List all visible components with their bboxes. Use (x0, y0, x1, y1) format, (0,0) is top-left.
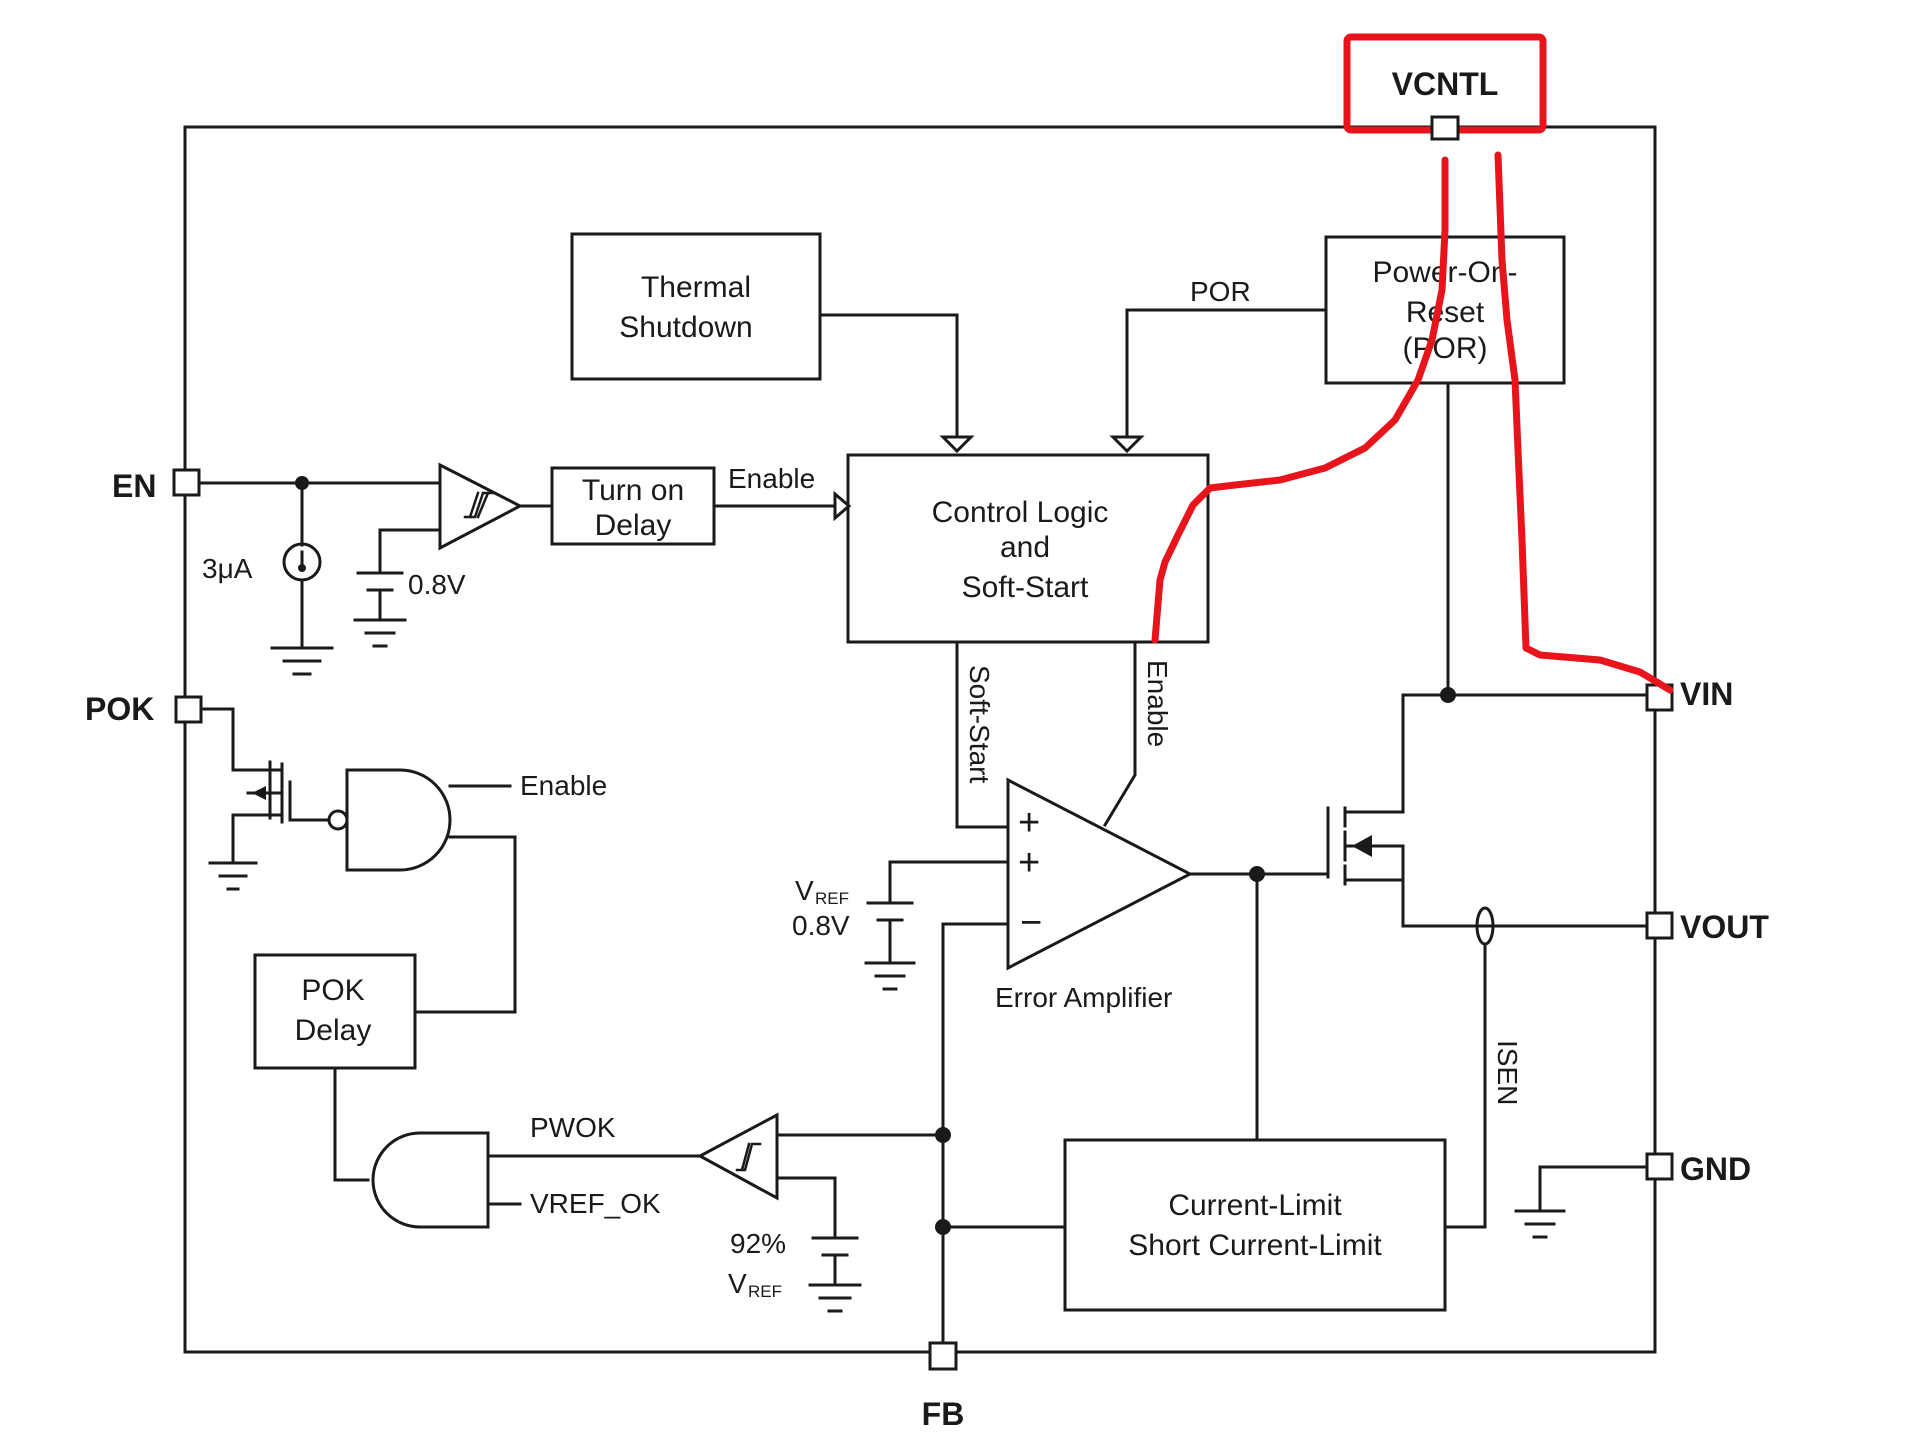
ref-wire-en (378, 528, 442, 572)
fb-feedback-wire (941, 922, 1010, 1352)
pok-delay-line-1: POK (301, 974, 364, 1007)
isen-label: ISEN (1492, 1040, 1523, 1105)
pwok-ref-wire (775, 1176, 837, 1237)
por-arrow (1109, 435, 1145, 454)
gnd-pin (1645, 1152, 1674, 1181)
fb-label: FB (922, 1396, 965, 1432)
enable-to-ea-wire (1102, 640, 1137, 828)
control-line-1: Control Logic (932, 496, 1109, 529)
vref-main-sub: REF (815, 889, 849, 908)
turn-on-delay-block (550, 466, 716, 546)
por-to-control-wire (1125, 308, 1328, 442)
nand-bubble (327, 809, 349, 831)
ground-symbol-en (270, 646, 334, 676)
pok-delay-line-2: Delay (295, 1014, 372, 1047)
turn-on-line-1: Turn on (582, 474, 684, 507)
enable-top-label: Enable (728, 463, 815, 494)
pass-nmos-transistor (1326, 693, 1405, 928)
battery-en (353, 571, 407, 648)
battery-vref-main (864, 901, 916, 991)
pok-nand-gate (345, 768, 452, 872)
vcntl-label: VCNTL (1392, 66, 1499, 102)
vcntl-highlight-trace-right (1494, 151, 1674, 694)
battery-pwok (808, 1236, 862, 1313)
current-limit-line-2: Short Current-Limit (1128, 1229, 1382, 1262)
pok-drain-wire (199, 707, 252, 772)
en-comparator (438, 462, 524, 551)
vin-junction (1440, 687, 1456, 703)
por-line-3: (POR) (1403, 332, 1488, 365)
thermal-arrow (939, 435, 975, 454)
current-source-label: 3μA (202, 553, 253, 584)
pwok-label: PWOK (530, 1112, 616, 1143)
vref-ok-label: VREF_OK (530, 1188, 661, 1219)
isen-wire (1443, 942, 1487, 1229)
soft-start-wire (955, 640, 1010, 829)
gnd-wire (1538, 1165, 1652, 1210)
pok-pin (174, 695, 203, 724)
thermal-line-2: Shutdown (619, 311, 752, 344)
vin-label: VIN (1680, 676, 1733, 712)
pwok-comparator (696, 1112, 779, 1201)
por-signal-label: POR (1190, 276, 1251, 307)
ea-minus: − (1020, 902, 1042, 944)
por-line-2: Reset (1406, 296, 1485, 329)
vref-main-wire (888, 860, 1010, 902)
percent-92-label: 92% (730, 1228, 786, 1259)
vout-label: VOUT (1680, 909, 1769, 945)
enable-vertical-label: Enable (1142, 660, 1173, 747)
control-logic-block (846, 453, 1210, 644)
current-limit-line-1: Current-Limit (1168, 1189, 1342, 1222)
error-amplifier-label: Error Amplifier (995, 982, 1172, 1013)
en-threshold-label: 0.8V (408, 569, 466, 600)
hysteresis-icon (463, 491, 495, 519)
error-amplifier (1006, 777, 1194, 971)
nand-to-pok-delay-wire (413, 835, 517, 1014)
pok-nmos-transistor (231, 760, 292, 862)
pwok-hysteresis-icon (735, 1142, 762, 1172)
ground-symbol-gnd (1514, 1209, 1566, 1239)
pwok-and-gate (371, 1131, 490, 1229)
thermal-shutdown-block (570, 232, 822, 381)
control-line-3: Soft-Start (962, 571, 1089, 604)
vout-pin (1645, 911, 1674, 940)
current-limit-block (1063, 1138, 1447, 1312)
vcntl-highlight-trace-left (1151, 156, 1449, 644)
pok-delay-block (253, 953, 417, 1070)
thermal-line-1: Thermal (641, 271, 751, 304)
vref-main-value: 0.8V (792, 910, 850, 941)
en-label: EN (112, 468, 156, 504)
gnd-label: GND (1680, 1151, 1751, 1187)
pok-delay-to-and-wire (333, 1066, 370, 1182)
ea-plus-2: + (1018, 842, 1040, 884)
en-pin (172, 468, 201, 497)
control-line-2: and (1000, 531, 1050, 564)
vref-pwok-sub: REF (748, 1282, 782, 1301)
thermal-to-control-wire (818, 313, 959, 442)
ea-plus-1: + (1018, 802, 1040, 844)
enable-arrow (833, 490, 852, 522)
chip-outline (183, 125, 1657, 1354)
vcntl-pin (1430, 115, 1460, 141)
enable-pok-label: Enable (520, 770, 607, 801)
turn-on-line-2: Delay (595, 509, 672, 542)
vref-main-label: V (795, 875, 814, 906)
soft-start-vertical-label: Soft-Start (964, 665, 995, 783)
nmos-gate-wire (288, 780, 330, 822)
ground-symbol-pok (208, 861, 258, 891)
fb-pin (928, 1341, 958, 1371)
pok-label: POK (85, 691, 154, 727)
vref-pwok-label: V (728, 1268, 747, 1299)
